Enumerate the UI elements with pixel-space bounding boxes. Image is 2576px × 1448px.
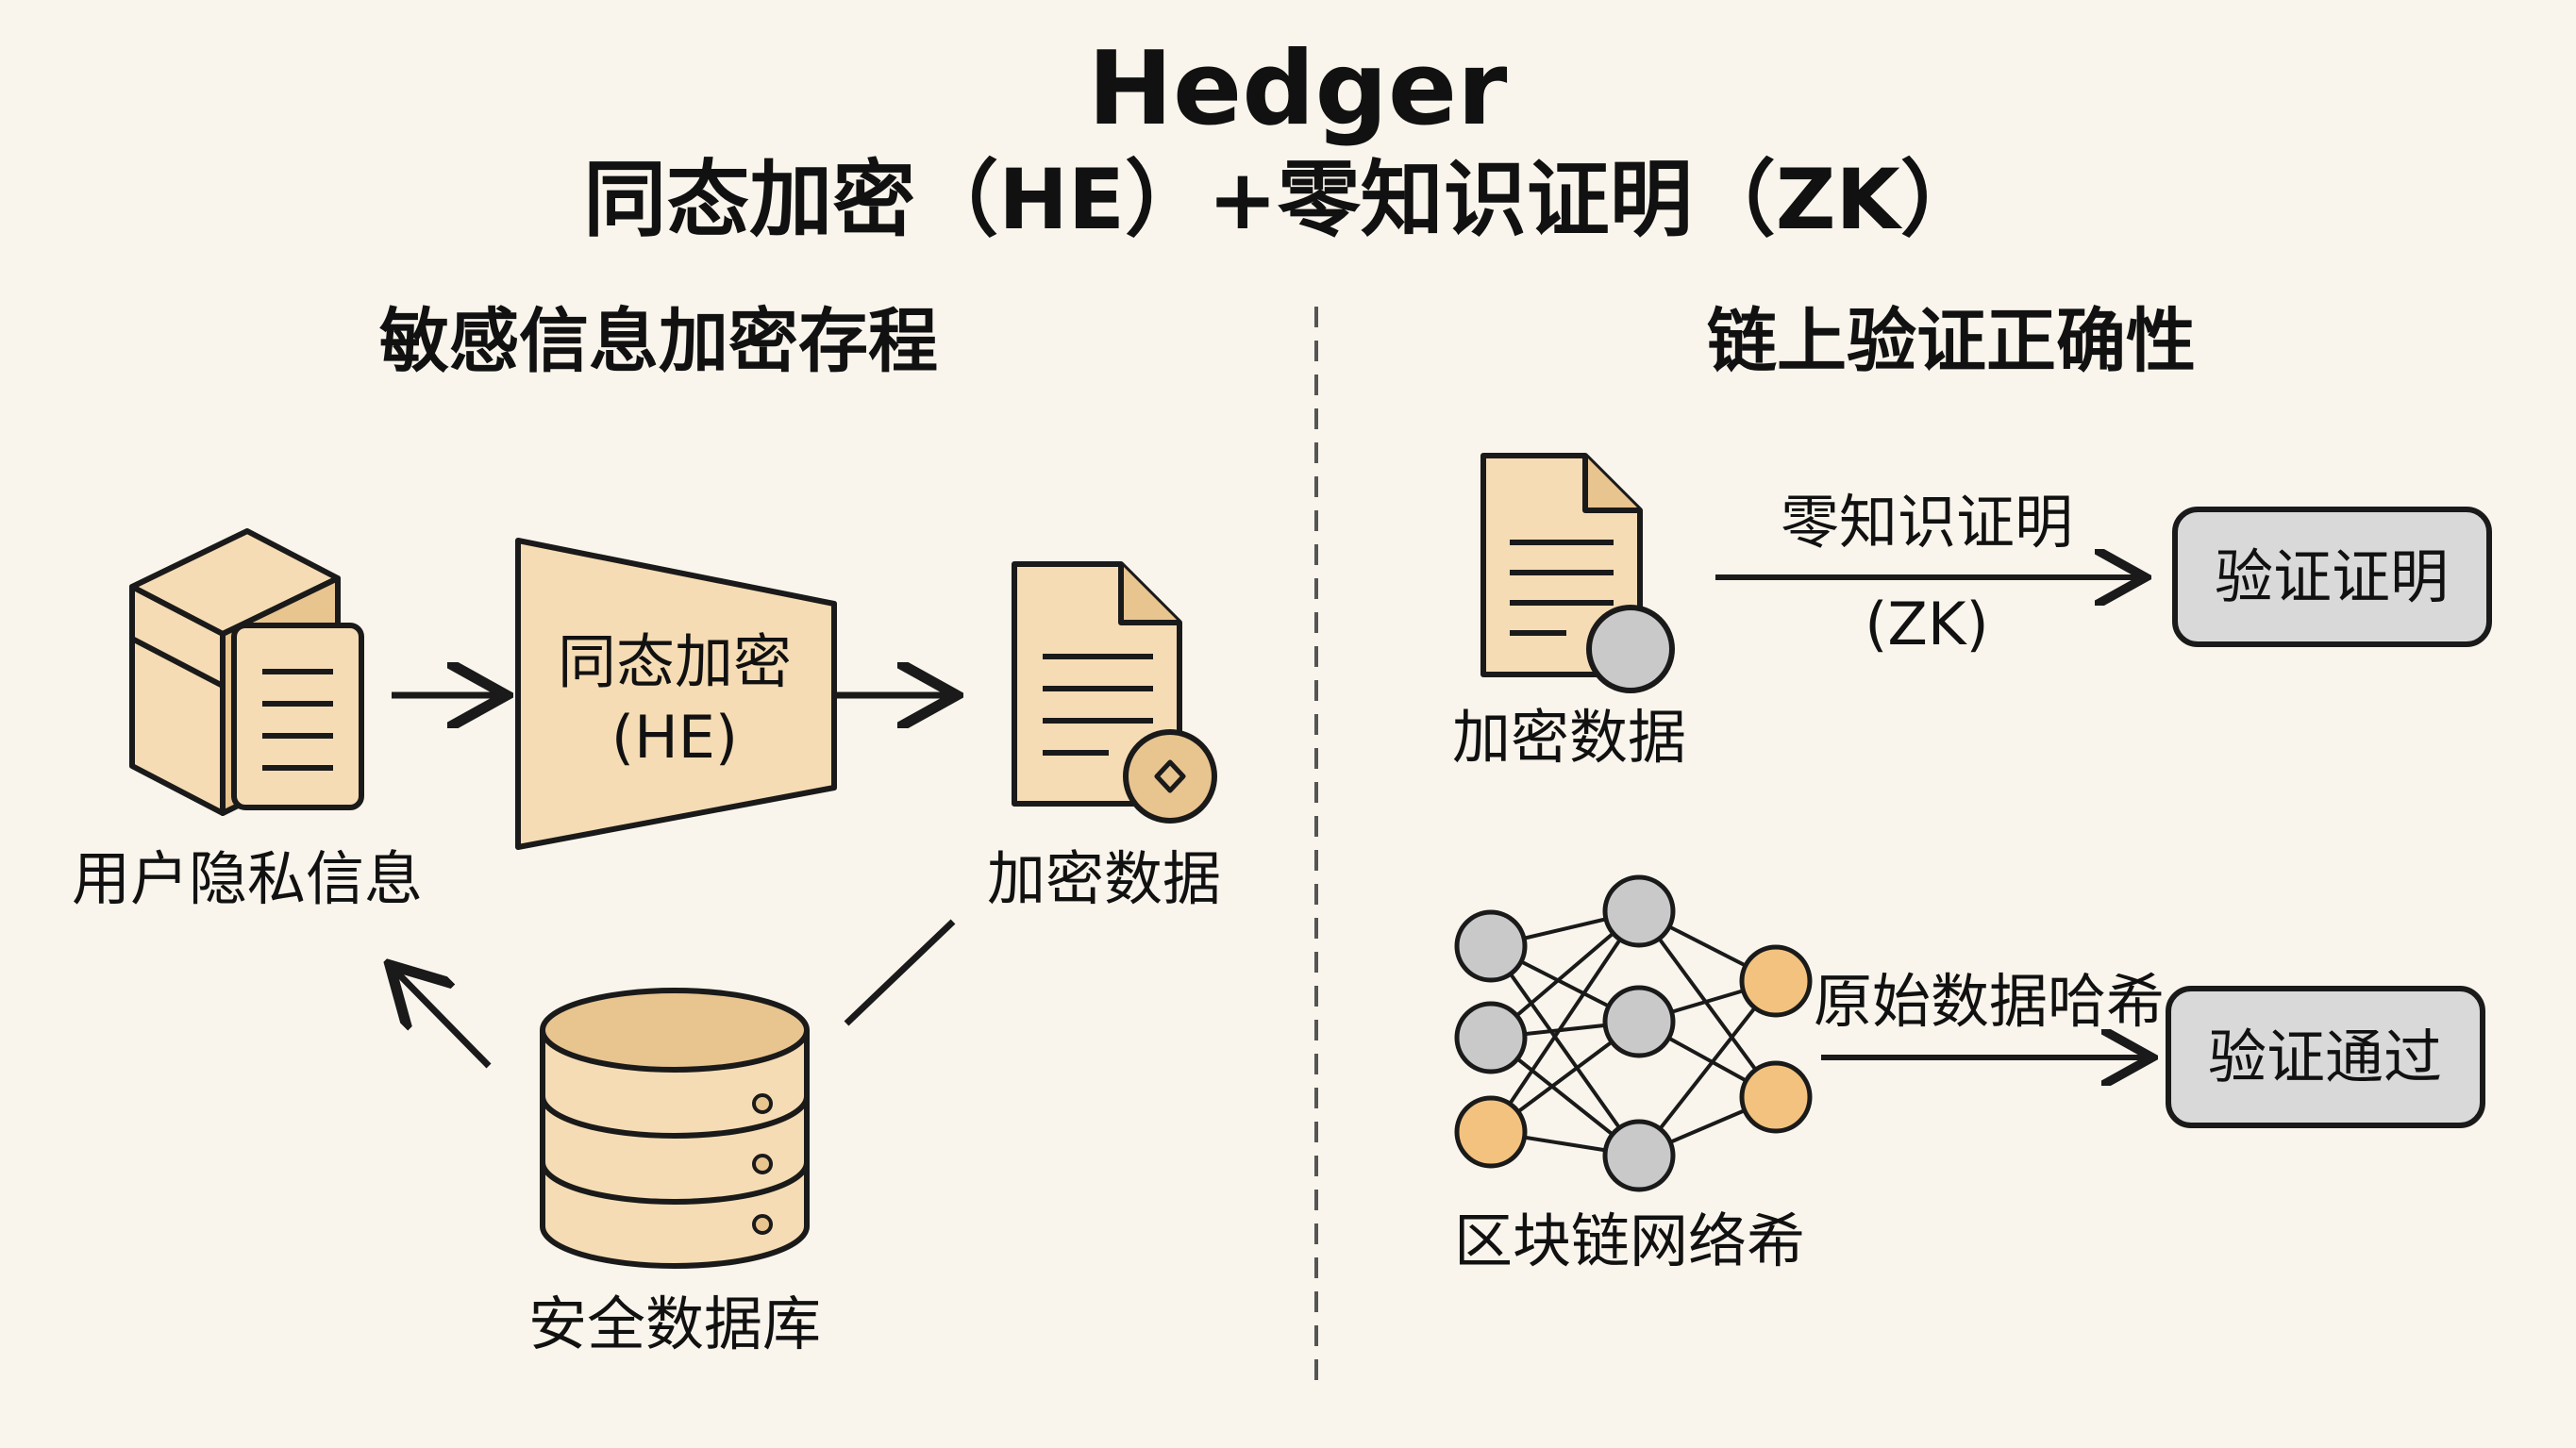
- page-title: Hedger: [1087, 30, 1508, 148]
- zk-arrow-label-line2: (ZK): [1865, 590, 1989, 658]
- user-info-icon: [129, 528, 364, 816]
- network-node: [1454, 1095, 1528, 1169]
- right-panel-heading: 链上验证正确性: [1707, 301, 2196, 382]
- homomorphic-encryption-box: [515, 538, 837, 850]
- he-box-label-line2: (HE): [611, 703, 739, 772]
- network-node: [1602, 1119, 1676, 1192]
- right-encrypted-data-label: 加密数据: [1451, 703, 1687, 772]
- network-node: [1454, 1001, 1528, 1074]
- he-box-label-line1: 同态加密: [557, 627, 793, 696]
- network-node: [1739, 1060, 1813, 1134]
- right-encrypted-doc-icon: [1480, 453, 1675, 693]
- verified-box: [2166, 986, 2485, 1128]
- connector-encrypted-to-db: [844, 919, 956, 1026]
- hash-arrow-label: 原始数据哈希: [1813, 967, 2166, 1036]
- left-panel-heading: 敏感信息加密存程: [379, 301, 938, 382]
- page-subtitle: 同态加密（HE）+零知识证明（ZK）: [583, 151, 1983, 248]
- network-label: 区块链网络希: [1453, 1207, 1806, 1275]
- blockchain-network-icon: [1454, 874, 1813, 1192]
- verify-proof-box: [2172, 507, 2492, 647]
- arrow-db-to-user: [394, 970, 492, 1069]
- database-label: 安全数据库: [527, 1290, 822, 1358]
- user-info-label: 用户隐私信息: [71, 844, 424, 913]
- network-node: [1602, 985, 1676, 1058]
- network-node: [1602, 874, 1676, 948]
- network-node: [1739, 944, 1813, 1018]
- verified-label: 验证通过: [2207, 1023, 2443, 1091]
- encrypted-doc-icon: [1012, 561, 1217, 824]
- network-node: [1454, 909, 1528, 983]
- zk-arrow-label-line1: 零知识证明: [1780, 488, 2074, 557]
- verify-proof-label: 验证证明: [2214, 542, 2450, 611]
- database-icon: [540, 988, 810, 1269]
- encrypted-data-label: 加密数据: [986, 844, 1222, 913]
